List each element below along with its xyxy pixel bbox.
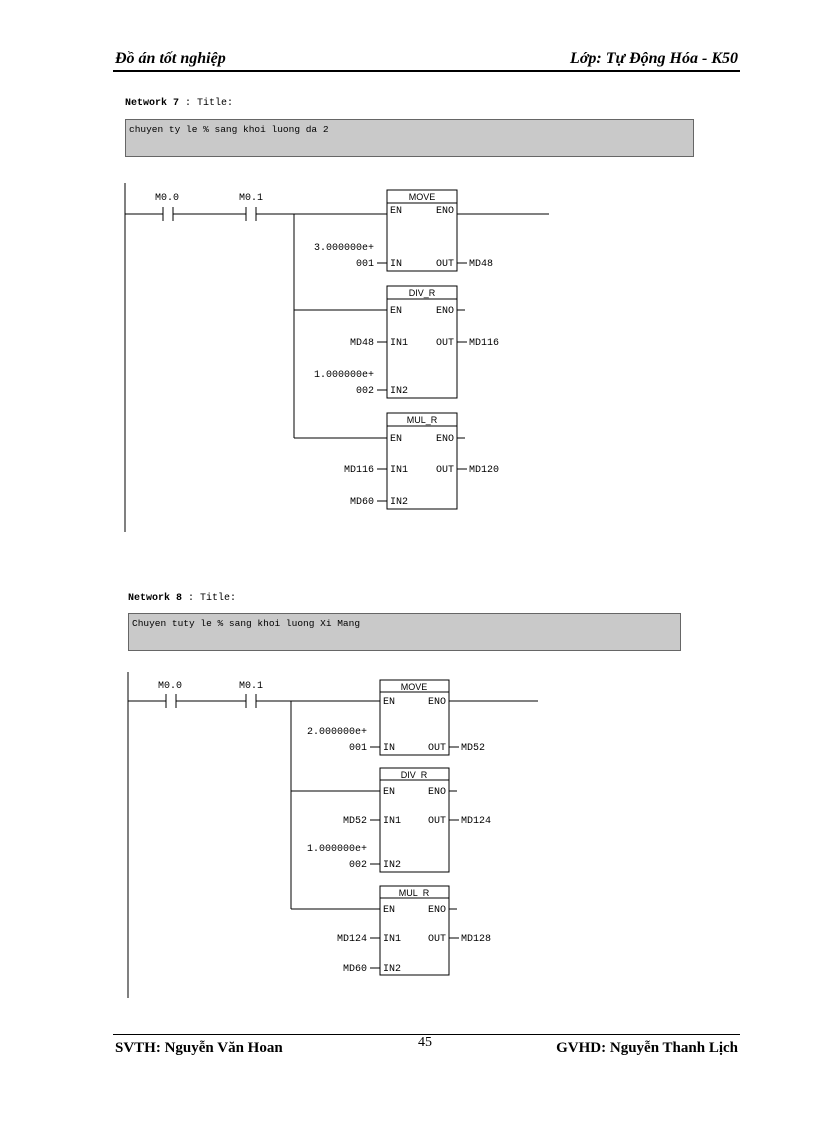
move-block-name: MOVE [409, 192, 436, 202]
move-in-value-line2: 001 [356, 259, 374, 270]
mul-in2-label: IN2 [383, 964, 401, 975]
div-out-label: OUT [428, 816, 446, 827]
network-7-ladder-diagram: M0.0 M0.1 MOVE EN ENO IN OUT 3.000000e+ … [124, 183, 549, 532]
move-in-label: IN [383, 743, 395, 754]
network-7-heading: Network 7 : Title: [125, 98, 233, 109]
mul-en-label: EN [383, 905, 395, 916]
mul-out-label: OUT [428, 934, 446, 945]
div-in2-label: IN2 [390, 386, 408, 397]
header-rule [113, 70, 740, 72]
network-7-comment: chuyen ty le % sang khoi luong da 2 [125, 119, 694, 157]
move-out-label: OUT [428, 743, 446, 754]
network-7-title: : Title: [185, 98, 234, 109]
footer-rule [113, 1034, 740, 1035]
mul-in1-value: MD116 [344, 465, 374, 476]
doc-header-right: Lớp: Tự Động Hóa - K50 [570, 50, 738, 67]
network-8-label: Network 8 [128, 593, 183, 604]
div-in2-value-line2: 002 [356, 386, 374, 397]
div-out-value: MD124 [461, 816, 491, 827]
doc-footer-student: SVTH: Nguyễn Văn Hoan [115, 1040, 283, 1056]
move-out-value: MD52 [461, 743, 485, 754]
move-en-label: EN [383, 697, 395, 708]
move-in-value-line1: 2.000000e+ [307, 727, 367, 738]
contact-1-label: M0.0 [158, 681, 182, 692]
div-in2-label: IN2 [383, 860, 401, 871]
div-en-label: EN [383, 787, 395, 798]
network-8-comment: Chuyen tuty le % sang khoi luong Xi Mang [128, 613, 681, 651]
doc-footer-advisor: GVHD: Nguyễn Thanh Lịch [556, 1040, 738, 1056]
doc-header-left: Đồ án tốt nghiệp [115, 50, 226, 67]
div-in2-value-line1: 1.000000e+ [307, 844, 367, 855]
mul-eno-label: ENO [428, 905, 446, 916]
move-en-label: EN [390, 206, 402, 217]
div-in1-label: IN1 [383, 816, 401, 827]
mul-out-label: OUT [436, 465, 454, 476]
network-8-ladder-diagram: M0.0 M0.1 MOVE EN ENO IN OUT 2.000000e+ … [127, 672, 538, 998]
div-in2-value-line2: 002 [349, 860, 367, 871]
mul-in2-value: MD60 [343, 964, 367, 975]
div-out-value: MD116 [469, 338, 499, 349]
div-out-label: OUT [436, 338, 454, 349]
mul-block-name: MUL_R [407, 415, 438, 425]
move-eno-label: ENO [428, 697, 446, 708]
mul-in1-label: IN1 [383, 934, 401, 945]
mul-in2-value: MD60 [350, 497, 374, 508]
move-in-value-line2: 001 [349, 743, 367, 754]
mul-in1-label: IN1 [390, 465, 408, 476]
move-in-value-line1: 3.000000e+ [314, 243, 374, 254]
move-block-name: MOVE [401, 682, 428, 692]
div-en-label: EN [390, 306, 402, 317]
div-in1-value: MD52 [343, 816, 367, 827]
mul-block-name: MUL_R [399, 888, 430, 898]
network-7-label: Network 7 [125, 98, 180, 109]
mul-in1-value: MD124 [337, 934, 367, 945]
div-eno-label: ENO [436, 306, 454, 317]
contact-2-label: M0.1 [239, 681, 263, 692]
div-block-name: DIV_R [409, 288, 436, 298]
mul-in2-label: IN2 [390, 497, 408, 508]
contact-2-label: M0.1 [239, 193, 263, 204]
mul-out-value: MD128 [461, 934, 491, 945]
div-eno-label: ENO [428, 787, 446, 798]
network-8-heading: Network 8 : Title: [128, 593, 236, 604]
div-in1-value: MD48 [350, 338, 374, 349]
mul-eno-label: ENO [436, 434, 454, 445]
move-out-label: OUT [436, 259, 454, 270]
contact-1-label: M0.0 [155, 193, 179, 204]
mul-en-label: EN [390, 434, 402, 445]
div-in2-value-line1: 1.000000e+ [314, 370, 374, 381]
move-in-label: IN [390, 259, 402, 270]
move-out-value: MD48 [469, 259, 493, 270]
page-number: 45 [418, 1035, 432, 1050]
network-8-title: : Title: [188, 593, 237, 604]
mul-out-value: MD120 [469, 465, 499, 476]
div-in1-label: IN1 [390, 338, 408, 349]
move-eno-label: ENO [436, 206, 454, 217]
div-block-name: DIV_R [401, 770, 428, 780]
